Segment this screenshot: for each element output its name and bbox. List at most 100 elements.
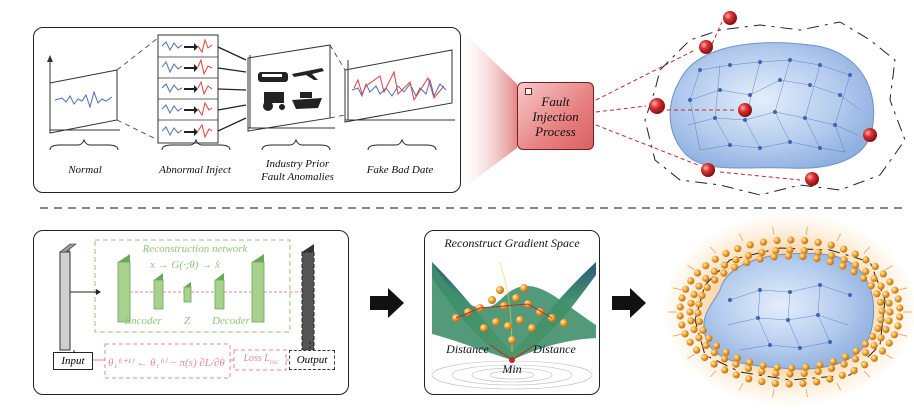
- orange-sphere: [801, 237, 809, 245]
- orange-sphere: [867, 282, 875, 290]
- distance-label-right: Distance: [533, 342, 576, 356]
- orange-sphere: [745, 375, 753, 383]
- encoder-blocks: [117, 254, 164, 323]
- distance-label-left: Distance: [446, 342, 489, 356]
- orange-sphere: [813, 378, 821, 386]
- orange-sphere: [799, 252, 807, 261]
- orange-sphere: [827, 364, 836, 372]
- fake-bad-data-card: [344, 49, 455, 123]
- orange-sphere: [816, 361, 824, 369]
- orange-sphere: [862, 349, 870, 357]
- plane-icon: [292, 68, 324, 80]
- orange-sphere: [720, 355, 729, 363]
- orange-sphere: [759, 361, 767, 370]
- orange-sphere: [787, 236, 795, 244]
- orange-sphere: [852, 347, 860, 355]
- inward-arrow: [687, 353, 696, 359]
- inward-arrow: [738, 382, 744, 391]
- orange-sphere: [840, 360, 848, 368]
- orange-sphere: [878, 307, 886, 315]
- orange-sphere: [746, 241, 754, 249]
- orange-sphere: [744, 364, 753, 372]
- inward-arrow: [836, 382, 842, 391]
- orange-sphere: [885, 317, 893, 325]
- fault-injection-box: Fault Injection Process: [517, 82, 594, 150]
- orange-sphere: [743, 258, 751, 267]
- orange-sphere: [786, 370, 794, 378]
- orange-sphere: [702, 274, 710, 283]
- network-title: Reconstruction network: [142, 243, 248, 255]
- orange-sphere: [886, 308, 894, 316]
- orange-sphere: [861, 361, 869, 369]
- orange-sphere: [710, 267, 719, 275]
- orange-sphere: [695, 282, 703, 290]
- orange-sphere: [827, 252, 836, 260]
- orange-sphere: [785, 380, 793, 388]
- orange-sphere: [886, 278, 894, 286]
- output-label: Output: [296, 354, 328, 366]
- orange-sphere: [891, 286, 899, 294]
- inward-arrow: [863, 370, 871, 378]
- orange-sphere: [699, 326, 707, 334]
- network-formula: x → G(·;θ) → x̂: [149, 259, 220, 271]
- orange-sphere: [705, 334, 713, 342]
- orange-sphere: [694, 309, 702, 317]
- input-slab: [59, 243, 77, 351]
- orange-sphere: [703, 283, 711, 291]
- orange-sphere: [814, 367, 822, 376]
- tractor-icon: [264, 92, 284, 103]
- orange-sphere: [882, 325, 890, 334]
- stage-label-fault-anomalies: Fault Anomalies: [261, 171, 334, 183]
- orange-sphere: [870, 354, 878, 362]
- decoder-label: Decoder: [212, 315, 250, 327]
- orange-sphere: [693, 346, 701, 354]
- orange-sphere: [877, 334, 885, 342]
- orange-sphere: [862, 267, 870, 275]
- orange-sphere: [732, 360, 740, 368]
- fault-box-line1: Fault: [541, 93, 570, 109]
- orange-sphere: [890, 331, 899, 339]
- orange-sphere: [711, 255, 719, 263]
- orange-sphere: [732, 256, 740, 264]
- fault-box-line2: Injection: [532, 108, 579, 124]
- stage-label-abnormal-inject: Abnormal Inject: [159, 164, 231, 176]
- gradient-space-title: Reconstruct Gradient Space: [444, 236, 580, 250]
- orange-sphere: [850, 367, 858, 375]
- orange-sphere: [861, 340, 869, 348]
- inward-arrow: [805, 226, 808, 235]
- flow-arrows: [370, 288, 646, 318]
- inward-arrow: [863, 246, 871, 254]
- orange-sphere: [686, 308, 694, 316]
- orange-sphere: [878, 347, 887, 355]
- orange-sphere: [732, 371, 740, 379]
- orange-sphere: [681, 330, 689, 338]
- update-rule-formula: θ₁⁽ᵗ⁺¹⁾ ← θ₁⁽ᵗ⁾ − π(s) ∂L/∂θ: [108, 357, 225, 369]
- orange-sphere: [695, 334, 703, 342]
- orange-sphere: [676, 303, 684, 311]
- orange-sphere: [813, 254, 821, 263]
- orange-sphere: [720, 261, 729, 269]
- orange-sphere: [678, 321, 686, 329]
- orange-sphere: [687, 317, 695, 325]
- orange-sphere: [882, 290, 890, 299]
- orange-sphere: [826, 258, 835, 266]
- bottom-latent-space: [665, 215, 914, 405]
- inward-arrow: [898, 287, 908, 291]
- network-dashed-box: [94, 239, 291, 333]
- orange-sphere: [788, 364, 796, 372]
- stage-label-fake-bad-date: Fake Bad Date: [366, 164, 434, 176]
- orange-sphere: [800, 247, 808, 255]
- orange-sphere: [851, 250, 859, 258]
- orange-sphere: [678, 294, 686, 302]
- orange-sphere: [873, 290, 881, 298]
- orange-sphere: [710, 360, 718, 368]
- orange-sphere: [759, 238, 768, 246]
- orange-sphere: [693, 269, 702, 277]
- orange-sphere: [772, 247, 780, 255]
- inward-arrow: [672, 333, 682, 337]
- inward-arrow: [672, 287, 682, 291]
- inward-arrow: [709, 246, 717, 254]
- orange-sphere: [773, 363, 781, 372]
- output-slab: [301, 244, 315, 351]
